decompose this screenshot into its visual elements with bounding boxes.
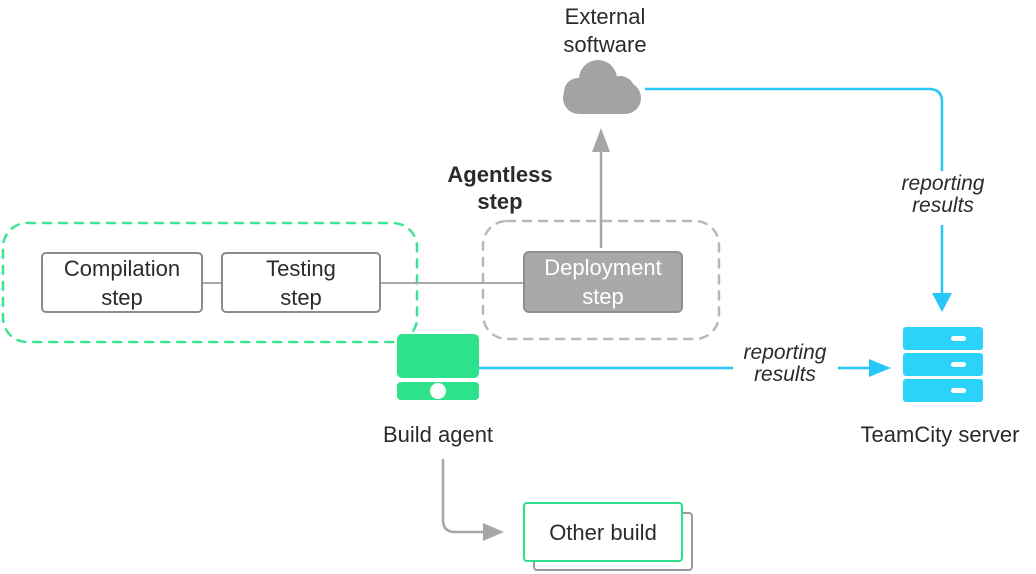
reporting-results-label-agent: reporting results [743,341,827,386]
build-agent-label: Build agent [382,422,494,447]
other-build-box: Other build [523,502,683,562]
compilation-step-box: Compilation step [41,252,203,313]
server-icon [903,327,983,402]
compilation-step-label: Compilation step [63,255,181,310]
teamcity-server-label: TeamCity server [860,422,1020,447]
testing-step-box: Testing step [221,252,381,313]
agent-to-server-arrow [479,359,891,377]
cloud-icon [563,60,641,114]
reporting-results-label-external: reporting results [901,172,985,217]
computer-icon [397,334,479,400]
testing-step-label: Testing step [266,255,336,310]
agent-to-other-build-arrow [441,459,504,541]
deployment-step-box: Deployment step [523,251,683,313]
external-software-label: External software [563,4,647,57]
deployment-step-label: Deployment step [544,255,662,309]
other-build-label: Other build [549,519,657,545]
agentless-dashed-group [481,219,721,341]
external-to-server-arrow [645,87,952,312]
agentless-step-label: Agentless step [447,162,553,214]
deployment-to-external-arrow [592,128,610,248]
